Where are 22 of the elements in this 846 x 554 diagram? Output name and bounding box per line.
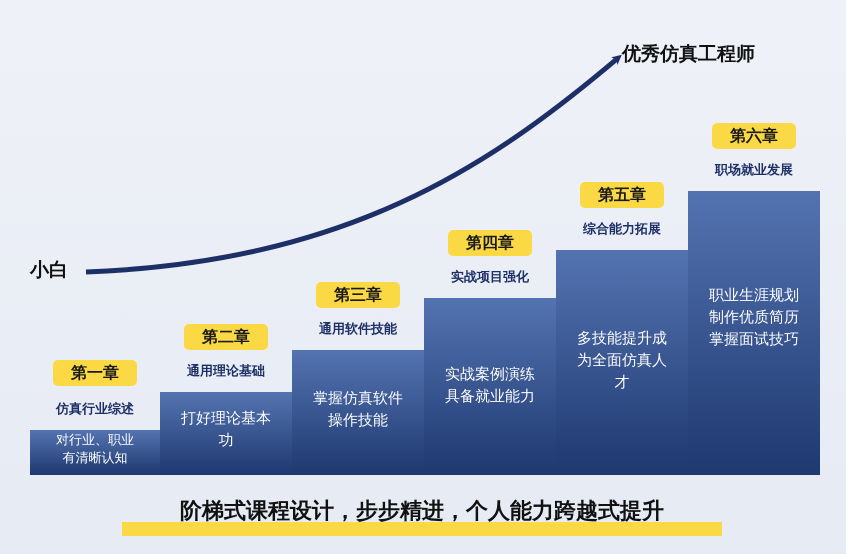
- chapter-badge: 第二章: [184, 324, 268, 350]
- step-description: 掌握仿真软件操作技能: [312, 388, 404, 431]
- step-description: 多技能提升成为全面仿真人才: [576, 328, 668, 392]
- chapter-badge: 第一章: [53, 360, 137, 386]
- step-title: 通用理论基础: [186, 363, 266, 380]
- chapter-badge: 第五章: [580, 182, 664, 208]
- chapter-badge: 第四章: [448, 230, 532, 256]
- step-description: 职业生涯规划制作优质简历掌握面试技巧: [708, 285, 800, 350]
- step-title: 通用软件技能: [318, 321, 398, 338]
- step-description: 打好理论基本功: [180, 408, 272, 451]
- step-title: 职场就业发展: [714, 162, 794, 179]
- step-description: 实战案例演练具备就业能力: [444, 364, 536, 407]
- growth-arrow: [86, 54, 622, 274]
- step-description: 对行业、职业有清晰认知: [55, 432, 135, 468]
- chapter-badge: 第六章: [712, 123, 796, 149]
- step-title: 仿真行业综述: [54, 400, 135, 418]
- goal-label: 优秀仿真工程师: [622, 38, 822, 70]
- step-title: 实战项目强化: [450, 268, 530, 286]
- slogan-text: 阶梯式课程设计，步步精进，个人能力跨越式提升: [179, 498, 665, 526]
- step-title: 综合能力拓展: [582, 220, 662, 238]
- chapter-badge: 第三章: [316, 282, 400, 308]
- start-label: 小白: [30, 255, 82, 285]
